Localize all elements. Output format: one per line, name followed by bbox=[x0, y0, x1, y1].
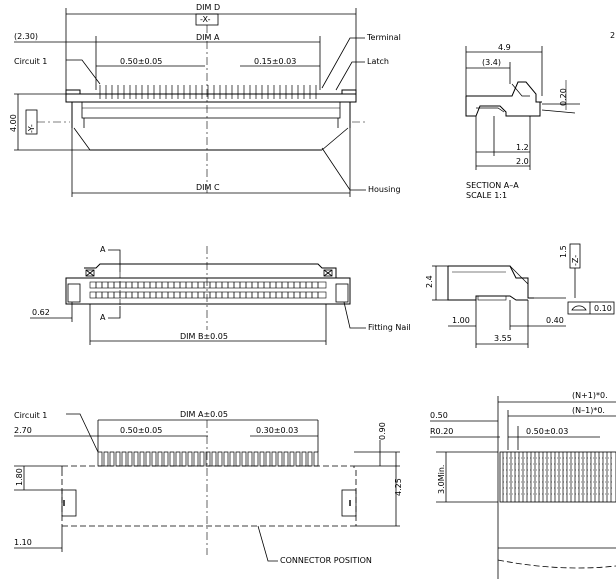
flatness-label: 0.10 bbox=[594, 304, 612, 313]
pitch-label: 0.50±0.05 bbox=[120, 57, 162, 66]
dim-062-label: 0.62 bbox=[32, 308, 50, 317]
side-view: 2.4 1.5 -Z- 0.10 1.00 0.40 3.55 bbox=[425, 243, 615, 348]
pcb-dim-180-label: 1.80 bbox=[15, 468, 24, 486]
edge-char: 2 bbox=[610, 31, 615, 40]
pcb-dim-270-label: 2.70 bbox=[14, 426, 32, 435]
section-width-49-label: 4.9 bbox=[498, 43, 511, 52]
dim-a-label: DIM A bbox=[196, 33, 220, 42]
fpc-fingers bbox=[502, 452, 613, 502]
fpc-view: (N+1)*0. (N–1)*0. 0.50 R0.20 0.50±0.03 3… bbox=[430, 391, 616, 579]
fpc-min-length-label: 3.0Min. bbox=[437, 465, 446, 494]
section-marker-bottom: A bbox=[100, 313, 106, 322]
pcb-layout-view: Circuit 1 2.70 DIM A±0.05 0.50±0.05 0.30… bbox=[14, 410, 403, 565]
side-height-15-label: 1.5 bbox=[559, 245, 568, 258]
top-view: DIM D -X- DIM A (2.30) 0.50±0.05 0.15±0.… bbox=[9, 3, 401, 197]
section-depth-20-label: 2.0 bbox=[516, 157, 529, 166]
fitting-nail-label: Fitting Nail bbox=[368, 323, 411, 332]
section-view: 4.9 (3.4) 0.20 1.2 2.0 SECTION A–A SCALE… bbox=[465, 31, 615, 200]
pcb-pad-width-label: 0.30±0.03 bbox=[256, 426, 298, 435]
dim-b-label: DIM B±0.05 bbox=[180, 332, 228, 341]
section-height-020-label: 0.20 bbox=[559, 88, 568, 106]
section-title: SECTION A–A bbox=[466, 181, 519, 190]
pcb-circuit1-label: Circuit 1 bbox=[14, 411, 47, 420]
datum-z-label: -Z- bbox=[571, 255, 580, 266]
side-dim-355-label: 3.55 bbox=[494, 334, 512, 343]
pcb-pitch-label: 0.50±0.05 bbox=[120, 426, 162, 435]
pcb-dim-110-label: 1.10 bbox=[14, 538, 32, 547]
terminal-width-label: 0.15±0.03 bbox=[254, 57, 296, 66]
fpc-pitch-label: 0.50±0.03 bbox=[526, 427, 568, 436]
dim-c-label: DIM C bbox=[196, 183, 220, 192]
section-scale: SCALE 1:1 bbox=[466, 191, 507, 200]
side-dim-040-label: 0.40 bbox=[546, 316, 564, 325]
height-400-label: 4.00 bbox=[9, 114, 18, 132]
latch-label: Latch bbox=[367, 57, 389, 66]
datum-y-label: -Y- bbox=[27, 124, 36, 133]
fpc-n-minus-label: (N–1)*0. bbox=[572, 406, 605, 415]
section-marker-top: A bbox=[100, 245, 106, 254]
front-view: A A 0.62 Fitting Nail DIM B±0.05 bbox=[30, 245, 411, 345]
pcb-dim-a-label: DIM A±0.05 bbox=[180, 410, 228, 419]
terminal-label: Terminal bbox=[366, 33, 401, 42]
circuit1-label: Circuit 1 bbox=[14, 57, 47, 66]
housing-label: Housing bbox=[368, 185, 401, 194]
side-height-24-label: 2.4 bbox=[425, 275, 434, 288]
dim-d-label: DIM D bbox=[196, 3, 220, 12]
section-width-34-label: (3.4) bbox=[482, 58, 501, 67]
pcb-dim-425-label: 4.25 bbox=[394, 478, 403, 496]
connector-position-label: CONNECTOR POSITION bbox=[280, 556, 372, 565]
pcb-dim-090-label: 0.90 bbox=[378, 422, 387, 440]
section-depth-12-label: 1.2 bbox=[516, 143, 529, 152]
datum-x-label: -X- bbox=[200, 15, 211, 24]
fpc-n-plus-label: (N+1)*0. bbox=[572, 391, 608, 400]
fpc-dim-050-label: 0.50 bbox=[430, 411, 448, 420]
fpc-r020-label: R0.20 bbox=[430, 427, 453, 436]
pcb-pads bbox=[97, 451, 319, 467]
terminal-pins bbox=[99, 85, 317, 99]
side-dim-100-label: 1.00 bbox=[452, 316, 470, 325]
ref-230-label: (2.30) bbox=[14, 32, 38, 41]
